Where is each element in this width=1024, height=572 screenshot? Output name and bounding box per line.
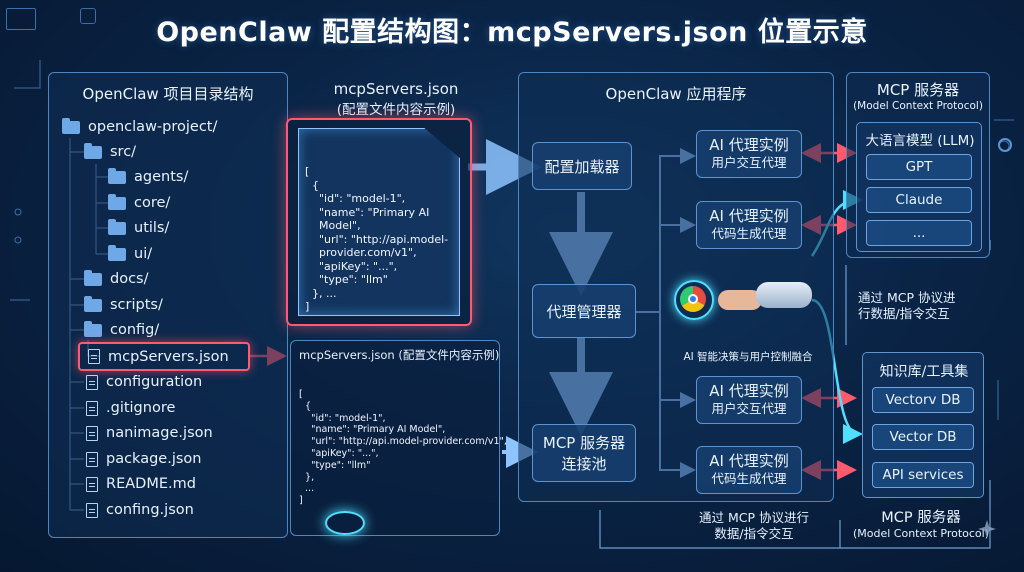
llm-item-gpt[interactable]: GPT: [866, 154, 972, 180]
human-hand-icon: [718, 290, 762, 310]
gear-icon: [998, 138, 1012, 152]
tree-item-gitignore[interactable]: .gitignore: [86, 400, 175, 416]
llm-group-header: 大语言模型 (LLM): [865, 133, 975, 149]
json-file-card[interactable]: [ { "id": "model-1", "name": "Primary AI…: [286, 118, 472, 326]
document-icon: [ { "id": "model-1", "name": "Primary AI…: [298, 128, 460, 316]
mcp-panel-header: MCP 服务器: [876, 81, 960, 99]
agent-manager-box[interactable]: 代理管理器: [532, 284, 636, 338]
tree-item-nanimage-json[interactable]: nanimage.json: [86, 425, 213, 441]
folder-icon: [108, 244, 126, 261]
tree-item-scripts[interactable]: scripts/: [84, 295, 163, 313]
folder-icon: [84, 320, 102, 337]
json-example-code: [ { "id": "model-1", "name": "Primary AI…: [299, 389, 507, 507]
folder-icon: [108, 193, 126, 210]
tree-item-configuration[interactable]: configuration: [86, 374, 202, 390]
kb-item-api-services[interactable]: API services: [872, 462, 974, 488]
corner-chip-icon: [6, 8, 36, 30]
agent-instance-1[interactable]: AI 代理实例用户交互代理: [696, 130, 802, 178]
tree-item-confing-json[interactable]: confing.json: [86, 502, 194, 518]
folder-icon: [108, 218, 126, 235]
robot-hand-icon: [756, 282, 812, 308]
tree-item-mcpservers-json[interactable]: mcpServers.json: [78, 342, 250, 371]
kb-item-vector-db[interactable]: Vector DB: [872, 424, 974, 450]
bottom-protocol-note: 通过 MCP 协议进行 数据/指令交互: [699, 510, 809, 541]
side-protocol-note: 通过 MCP 协议进 行数据/指令交互: [858, 290, 956, 321]
json-panel-header: mcpServers.json (配置文件内容示例): [333, 80, 459, 118]
folder-icon: [84, 269, 102, 286]
json-example-panel: mcpServers.json (配置文件内容示例) [ { "id": "mo…: [290, 340, 507, 536]
tree-item-src[interactable]: src/: [84, 142, 136, 160]
project-panel-header: OpenClaw 项目目录结构: [82, 85, 254, 103]
handshake-illustration: [668, 262, 818, 338]
file-icon: [86, 502, 98, 518]
tree-item-utils[interactable]: utils/: [108, 218, 169, 236]
file-icon: [86, 451, 98, 467]
mcp-footer: MCP 服务器 (Model Context Protocol): [852, 510, 990, 540]
mcp-connection-pool-box[interactable]: MCP 服务器 连接池: [532, 424, 636, 482]
knowledge-tools-header: 知识库/工具集: [879, 364, 969, 380]
tree-item-docs[interactable]: docs/: [84, 269, 149, 287]
config-loader-box[interactable]: 配置加载器: [532, 142, 632, 190]
folder-icon: [108, 167, 126, 184]
folder-icon: [84, 295, 102, 312]
fusion-caption: AI 智能决策与用户控制融合: [683, 351, 813, 363]
tree-item-root[interactable]: openclaw-project/: [62, 117, 217, 135]
agent-instance-3[interactable]: AI 代理实例用户交互代理: [696, 376, 802, 424]
app-panel-header: OpenClaw 应用程序: [605, 85, 747, 103]
mcp-panel-subheader: (Model Context Protocol): [853, 100, 983, 112]
tree-item-core[interactable]: core/: [108, 193, 170, 211]
corner-lock-icon: [80, 8, 96, 24]
llm-item-claude[interactable]: Claude: [866, 187, 972, 213]
agent-instance-4[interactable]: AI 代理实例代码生成代理: [696, 446, 802, 494]
file-icon: [88, 349, 100, 364]
json-example-header: mcpServers.json (配置文件内容示例): [299, 348, 500, 362]
browser-logo-icon: [680, 286, 706, 312]
page-title: OpenClaw 配置结构图：mcpServers.json 位置示意: [156, 17, 868, 48]
folder-icon: [84, 142, 102, 159]
tree-item-readme[interactable]: README.md: [86, 476, 196, 492]
file-icon: [86, 374, 98, 390]
file-icon: [86, 400, 98, 416]
tree-item-ui[interactable]: ui/: [108, 244, 152, 262]
glow-ring-icon: [325, 511, 365, 535]
file-icon: [86, 425, 98, 441]
tree-item-config[interactable]: config/: [84, 320, 159, 338]
orbit-ring-icon: [674, 280, 714, 320]
llm-item-more[interactable]: ...: [866, 220, 972, 246]
agent-instance-2[interactable]: AI 代理实例代码生成代理: [696, 201, 802, 249]
tree-item-package-json[interactable]: package.json: [86, 451, 201, 467]
json-code-sample: [ { "id": "model-1", "name": "Primary AI…: [305, 165, 449, 313]
tree-item-agents[interactable]: agents/: [108, 167, 188, 185]
file-icon: [86, 476, 98, 492]
folder-icon: [62, 117, 80, 134]
kb-item-vectorv-db[interactable]: Vectorv DB: [872, 387, 974, 413]
